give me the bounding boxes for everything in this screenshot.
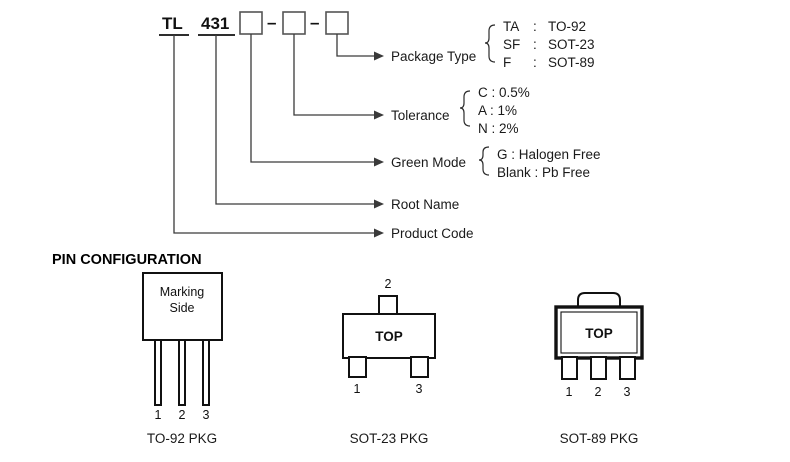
suffix-box-package-type	[325, 11, 349, 35]
arrowhead-package-type	[374, 51, 384, 61]
brace-tolerance	[459, 90, 471, 127]
brace-green-mode	[478, 146, 490, 176]
to-92-marking-side-line2: Side	[169, 301, 194, 315]
tolerance-option-1: A : 1%	[478, 103, 517, 118]
tolerance-options-group: C : 0.5% A : 1% N : 2%	[459, 85, 530, 136]
arrowhead-tolerance	[374, 110, 384, 120]
sot-89-lead-1	[561, 356, 578, 380]
sot-89-body-inner	[560, 311, 638, 354]
brace-package-type	[484, 24, 496, 63]
package-drawing-to-92: Marking Side 1 2 3 TO-92 PKG	[142, 272, 223, 446]
callout-label-package-type: Package Type	[391, 49, 476, 64]
to-92-marking-side-line1: Marking	[160, 285, 205, 299]
arrowhead-root-name	[374, 199, 384, 209]
sot-89-top-tab	[577, 292, 621, 308]
sot-23-body	[342, 313, 436, 359]
tolerance-option-2: N : 2%	[478, 121, 519, 136]
sot-23-lead-3	[410, 356, 429, 378]
sot-23-top-label: TOP	[375, 329, 403, 344]
package-drawing-sot-89: TOP 1 2 3 SOT-89 PKG	[554, 292, 644, 446]
leader-line-green-mode	[250, 34, 374, 163]
package-type-option-2-value: SOT-89	[548, 55, 595, 70]
to-92-lead-2	[178, 339, 186, 406]
package-type-option-2-code: F	[503, 55, 511, 70]
sot-89-pin-label-3: 3	[624, 385, 631, 399]
sot-89-pin-label-1: 1	[566, 385, 573, 399]
sot-89-lead-3	[619, 356, 636, 380]
suffix-box-green-mode	[239, 11, 263, 35]
sot-89-top-label: TOP	[585, 326, 613, 341]
arrowhead-green-mode	[374, 157, 384, 167]
package-type-option-2-sep: :	[533, 55, 537, 70]
package-drawing-sot-23: 2 TOP 1 3 SOT-23 PKG	[342, 277, 436, 446]
package-type-options-group: TA : TO-92 SF : SOT-23 F : SOT-89	[484, 19, 595, 70]
to-92-caption: TO-92 PKG	[147, 431, 217, 446]
to-92-body	[142, 272, 223, 341]
package-type-option-0-code: TA	[503, 19, 519, 34]
leader-lines-group	[173, 34, 384, 238]
callout-labels-group: Package Type Tolerance Green Mode Root N…	[391, 49, 476, 241]
arrowhead-product-code	[374, 228, 384, 238]
tolerance-option-0: C : 0.5%	[478, 85, 530, 100]
sot-23-lead-1	[348, 356, 367, 378]
green-mode-option-0: G : Halogen Free	[497, 147, 601, 162]
pin-configuration-heading: PIN CONFIGURATION	[52, 252, 202, 268]
leader-line-tolerance	[293, 34, 374, 116]
to-92-pin-label-3: 3	[203, 408, 210, 422]
sot-23-pin-label-2: 2	[385, 277, 392, 291]
sot-23-caption: SOT-23 PKG	[350, 431, 429, 446]
callout-label-product-code: Product Code	[391, 226, 474, 241]
callout-label-green-mode: Green Mode	[391, 155, 466, 170]
leader-line-package-type	[336, 34, 374, 57]
part-prefix-text: TL	[162, 14, 183, 33]
sot-89-lead-2	[590, 356, 607, 380]
package-type-option-0-sep: :	[533, 19, 537, 34]
sot-23-pin-label-1: 1	[354, 382, 361, 396]
to-92-pin-label-2: 2	[179, 408, 186, 422]
sot-89-caption: SOT-89 PKG	[560, 431, 639, 446]
sot-23-pin-label-3: 3	[416, 382, 423, 396]
to-92-lead-3	[202, 339, 210, 406]
package-type-option-1-code: SF	[503, 37, 520, 52]
package-type-option-1-value: SOT-23	[548, 37, 595, 52]
green-mode-options-group: G : Halogen Free Blank : Pb Free	[478, 146, 601, 180]
green-mode-option-1: Blank : Pb Free	[497, 165, 590, 180]
leader-line-product-code	[173, 35, 374, 234]
part-root-text: 431	[201, 14, 229, 33]
suffix-box-tolerance	[282, 11, 306, 35]
to-92-lead-1	[154, 339, 162, 406]
sot-89-pin-label-2: 2	[595, 385, 602, 399]
callout-label-root-name: Root Name	[391, 197, 459, 212]
to-92-pin-label-1: 1	[155, 408, 162, 422]
package-type-option-0-value: TO-92	[548, 19, 586, 34]
package-type-option-1-sep: :	[533, 37, 537, 52]
separator-dash-2: –	[310, 13, 319, 32]
separator-dash-1: –	[267, 13, 276, 32]
callout-label-tolerance: Tolerance	[391, 108, 450, 123]
part-number-group: TL 431 – –	[159, 11, 349, 36]
leader-line-root-name	[215, 35, 374, 205]
